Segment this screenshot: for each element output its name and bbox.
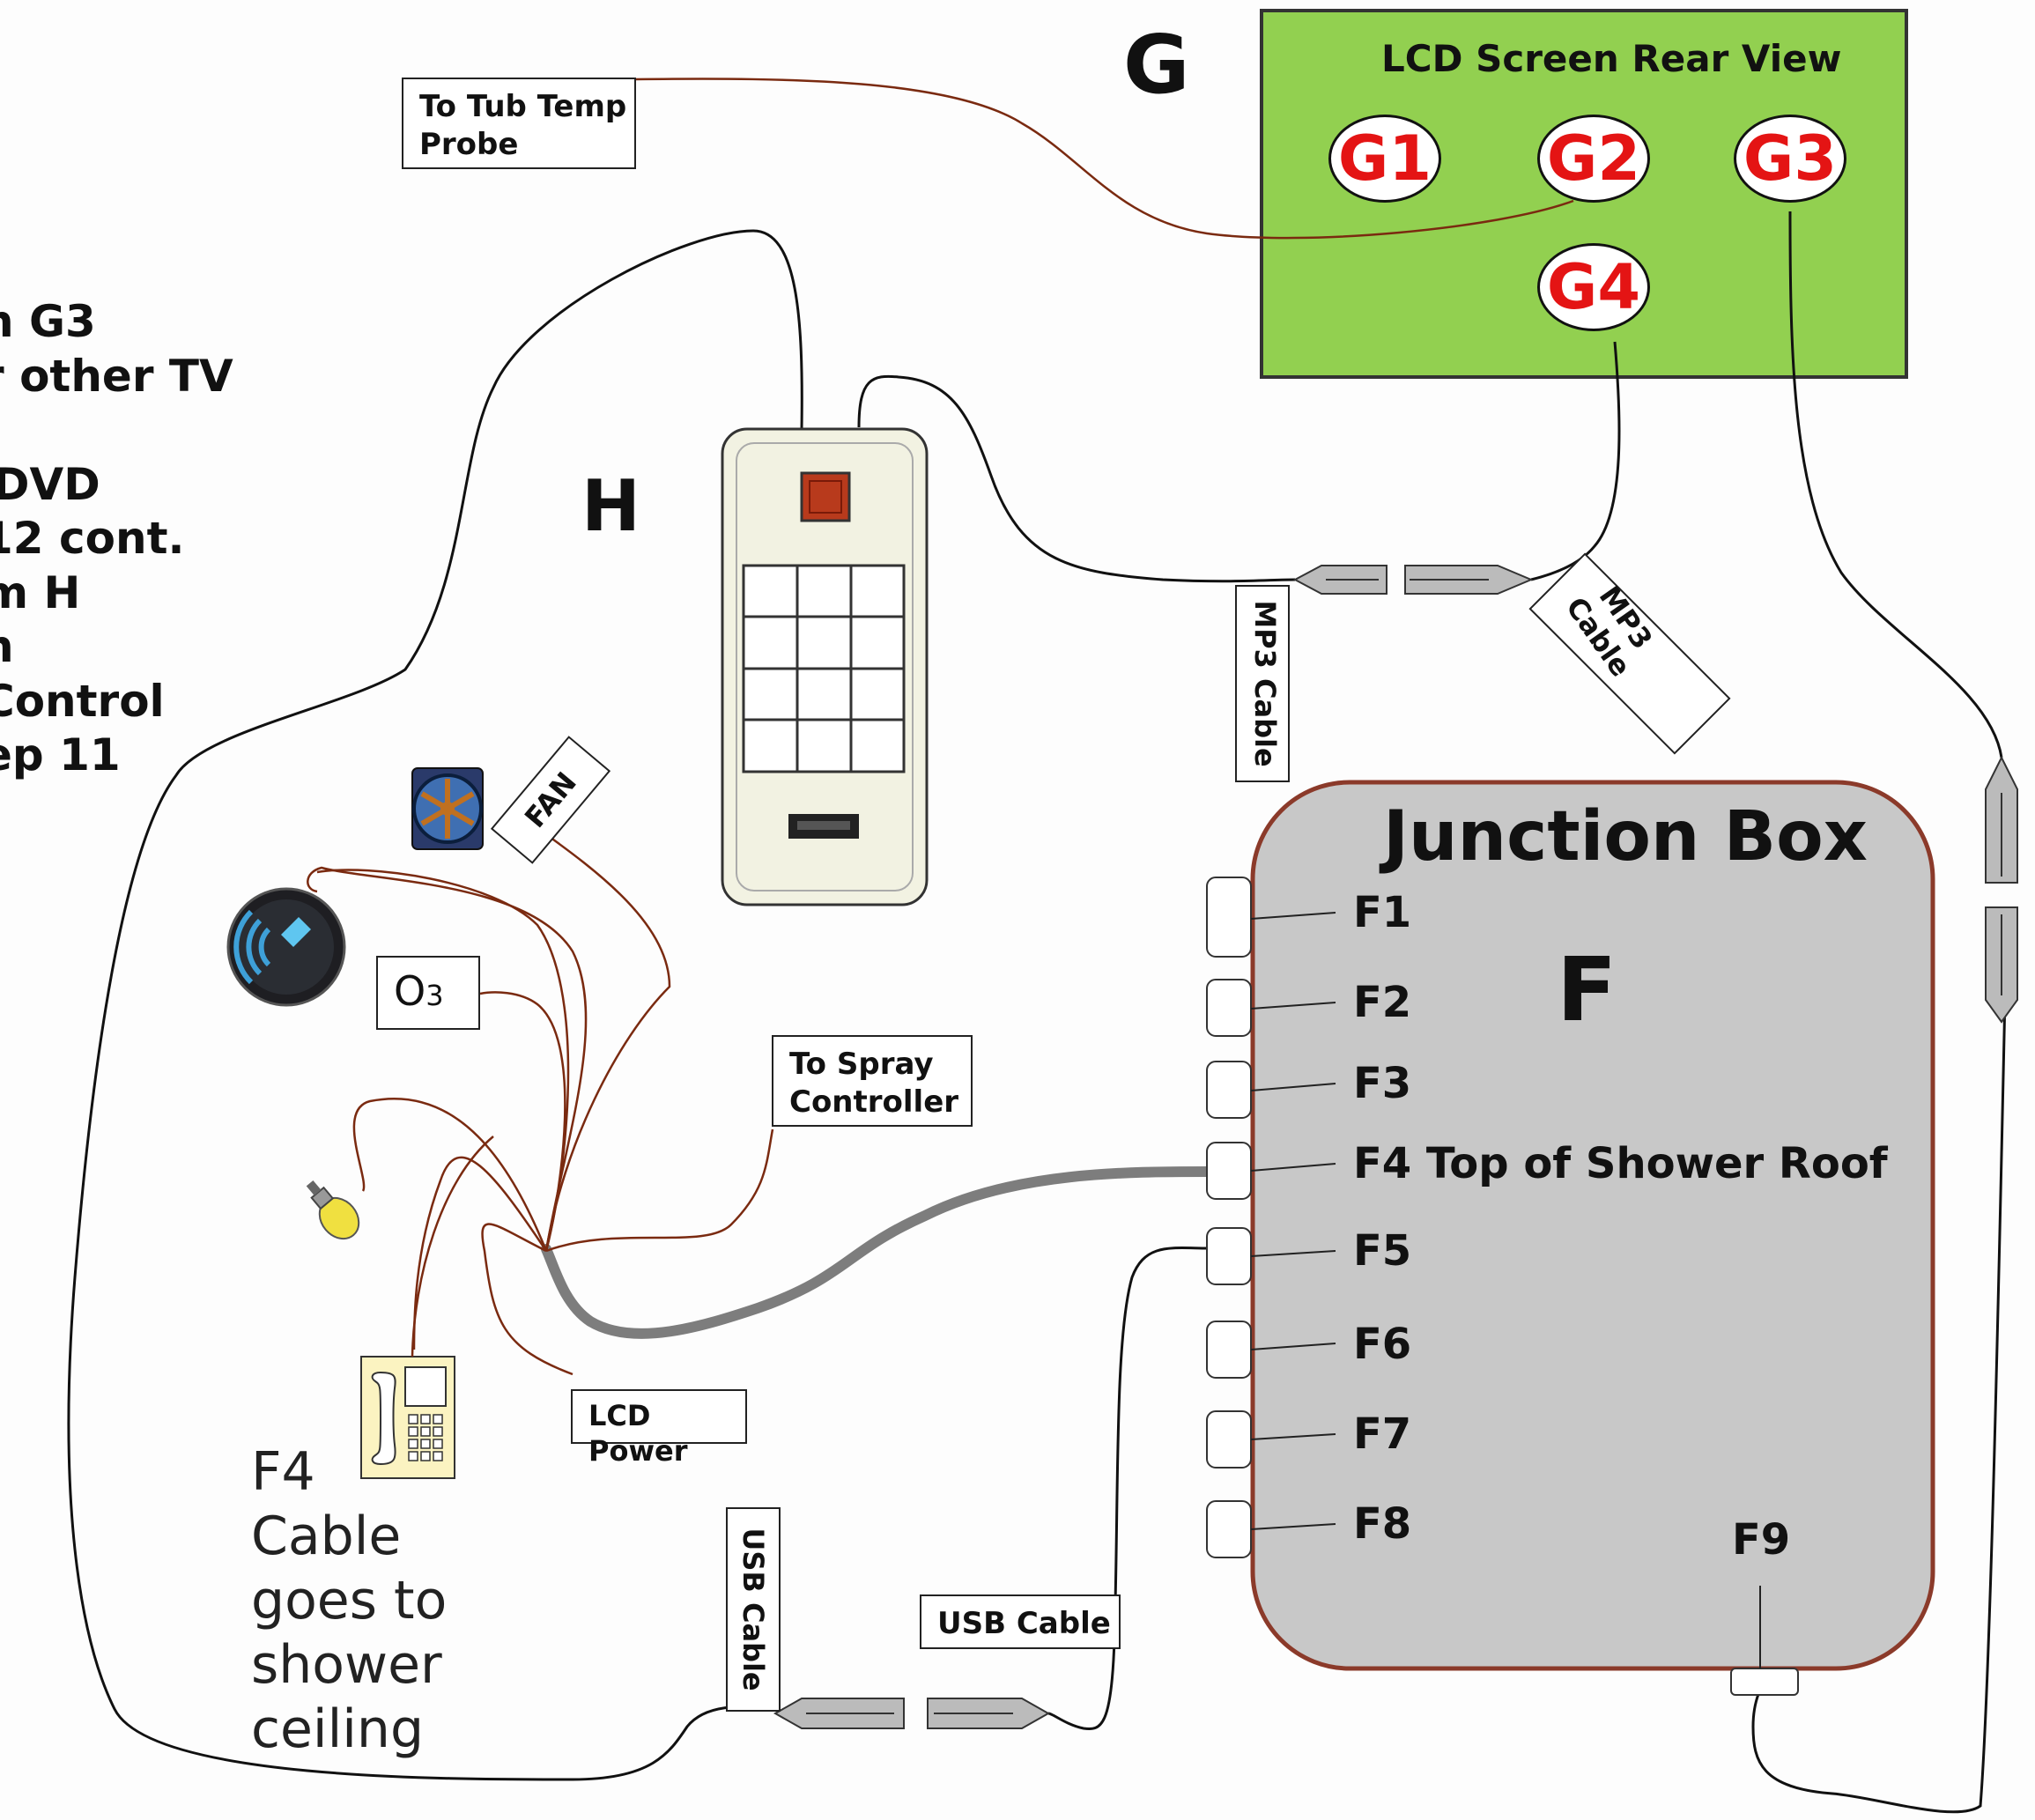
side-note-line: Control bbox=[0, 675, 165, 727]
mp3-wire-left bbox=[857, 374, 1296, 583]
side-note-line: ep 11 bbox=[0, 729, 121, 781]
port-f2: F2 bbox=[1353, 978, 1412, 1027]
tub-temp-label: To Tub Temp Probe bbox=[402, 78, 636, 169]
mp3-connector-left bbox=[1292, 565, 1388, 595]
port-f7: F7 bbox=[1353, 1409, 1412, 1459]
spray-controller-label: To Spray Controller bbox=[772, 1035, 973, 1127]
g3-wire bbox=[1788, 211, 2003, 758]
fan-icon bbox=[411, 767, 484, 850]
f4-note-line: goes to bbox=[251, 1570, 448, 1631]
mp3-cable-vertical-label: MP3 Cable bbox=[1248, 600, 1282, 767]
g1-port: G1 bbox=[1328, 115, 1441, 203]
tub-temp-wire bbox=[635, 78, 1574, 240]
usb-cable-horizontal-label: USB Cable bbox=[920, 1594, 1121, 1649]
lcd-title: LCD Screen Rear View bbox=[1381, 37, 1842, 80]
tub-temp-line: To Tub Temp bbox=[419, 89, 627, 124]
g4-port: G4 bbox=[1537, 243, 1650, 331]
usb-cable-vertical-label: USB Cable bbox=[736, 1528, 770, 1691]
side-note-line: n bbox=[0, 620, 233, 675]
junction-section-letter: F bbox=[1557, 938, 1617, 1041]
port-f4: F4 Top of Shower Roof bbox=[1353, 1139, 1888, 1188]
port-f6: F6 bbox=[1353, 1320, 1412, 1369]
port-f9: F9 bbox=[1732, 1515, 1791, 1565]
junction-box bbox=[1250, 780, 1935, 1671]
telephone-wire bbox=[411, 1136, 494, 1358]
side-note-line: DVD bbox=[0, 458, 100, 510]
g2-port: G2 bbox=[1537, 115, 1650, 203]
port-f3: F3 bbox=[1353, 1059, 1412, 1108]
spray-line: Controller bbox=[789, 1084, 959, 1120]
right-connector-bottom bbox=[1985, 906, 2018, 1024]
f4-gray-cable bbox=[541, 1166, 1214, 1339]
f4-note-line: ceiling bbox=[251, 1698, 425, 1760]
g3-port: G3 bbox=[1734, 115, 1846, 203]
side-note-line bbox=[0, 403, 233, 458]
mp3-connector-right bbox=[1404, 565, 1534, 595]
lcd-section-letter: G bbox=[1123, 18, 1190, 112]
brown-wire-bundle bbox=[307, 826, 774, 1376]
side-note-line: r other TV bbox=[0, 350, 233, 402]
lcd-power-line: Power bbox=[588, 1434, 688, 1468]
side-note-line: n G3 bbox=[0, 296, 96, 347]
lcd-power-line: LCD bbox=[588, 1399, 651, 1432]
usb-connector-right bbox=[927, 1698, 1051, 1729]
keypad-icon bbox=[742, 564, 906, 773]
controller-section-letter: H bbox=[581, 465, 640, 547]
spray-line: To Spray bbox=[789, 1047, 934, 1082]
junction-box-title: Junction Box bbox=[1383, 797, 1868, 877]
f9-wire bbox=[1751, 995, 2007, 1814]
fan-label-box bbox=[490, 736, 611, 864]
mp3-angled-label-box bbox=[1528, 552, 1731, 755]
ozone-subscript: 3 bbox=[426, 979, 444, 1012]
ozone-label-box: O3 bbox=[376, 956, 480, 1030]
port-leader-lines bbox=[1250, 912, 1761, 1668]
port-f1: F1 bbox=[1353, 888, 1412, 937]
outer-loop-wire bbox=[67, 229, 803, 1781]
usb-connector-left bbox=[773, 1698, 905, 1729]
side-note-line: 12 cont. bbox=[0, 513, 185, 564]
port-f8: F8 bbox=[1353, 1499, 1412, 1549]
f4-note-line: Cable bbox=[251, 1506, 402, 1567]
ozone-label: O bbox=[394, 967, 426, 1015]
port-f5: F5 bbox=[1353, 1226, 1412, 1276]
telephone-icon bbox=[360, 1356, 455, 1479]
speaker-icon bbox=[226, 887, 346, 1007]
side-note: n G3 r other TV DVD 12 cont. m H n Contr… bbox=[0, 295, 233, 783]
usb-wire-right bbox=[1047, 1247, 1210, 1731]
tub-temp-line: Probe bbox=[419, 126, 519, 162]
hand-controller bbox=[721, 427, 929, 906]
junction-ports bbox=[1206, 877, 1799, 1696]
mp3-wire-right bbox=[1530, 341, 1621, 581]
f4-note-line: F4 bbox=[251, 1441, 315, 1503]
light-bulb-icon bbox=[306, 1180, 360, 1240]
lcd-power-label: LCD Power bbox=[571, 1389, 747, 1468]
side-note-line: m H bbox=[0, 566, 81, 618]
right-connector-top bbox=[1985, 755, 2018, 884]
f4-cable-note: F4 Cable goes to shower ceiling bbox=[251, 1440, 447, 1762]
mp3-vertical-label-box bbox=[1235, 585, 1290, 782]
f4-note-line: shower bbox=[251, 1634, 442, 1696]
usb-vertical-label-box bbox=[726, 1507, 781, 1712]
